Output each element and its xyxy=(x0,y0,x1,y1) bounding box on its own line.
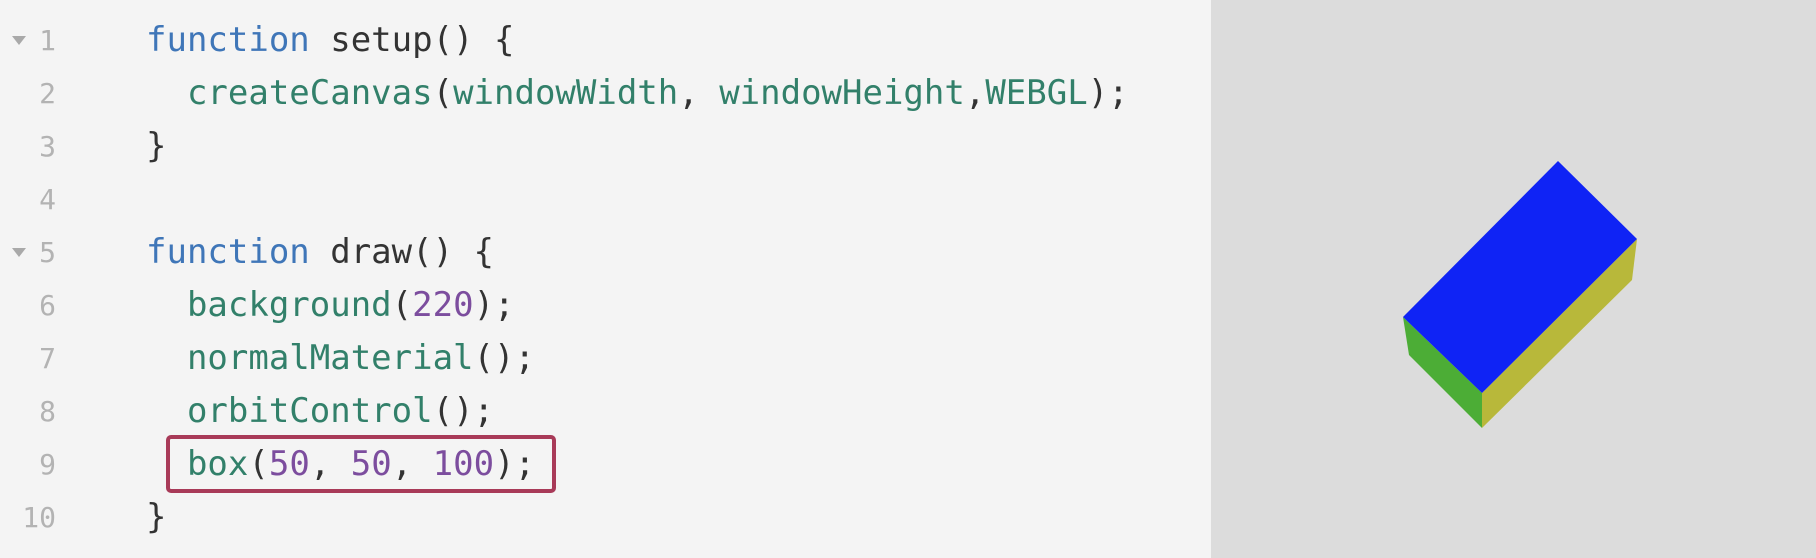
code-line[interactable]: 8 orbitControl(); xyxy=(0,385,1211,438)
code-line[interactable]: 10} xyxy=(0,491,1211,544)
code-line[interactable]: 4 xyxy=(0,173,1211,226)
code-token: setup() { xyxy=(309,20,515,60)
preview-canvas[interactable] xyxy=(1211,0,1816,558)
code-token: 100 xyxy=(432,444,495,484)
code-token: (); xyxy=(432,391,495,431)
line-number: 8 xyxy=(39,395,56,428)
line-gutter: 3 xyxy=(0,120,56,173)
code-token: draw() { xyxy=(309,232,494,272)
code-token: ( xyxy=(248,444,269,484)
code-line[interactable]: 7 normalMaterial(); xyxy=(0,332,1211,385)
code-text: function setup() { xyxy=(56,14,514,67)
code-token: , xyxy=(964,73,986,113)
code-token: ); xyxy=(494,444,536,484)
code-token: windowWidth xyxy=(453,73,679,113)
code-text: } xyxy=(56,491,166,544)
code-token: function xyxy=(146,20,310,60)
code-token: ( xyxy=(432,73,454,113)
code-token: , xyxy=(678,73,720,113)
code-token: normalMaterial xyxy=(186,338,474,378)
line-number: 7 xyxy=(39,342,56,375)
line-gutter: 7 xyxy=(0,332,56,385)
code-token: ); xyxy=(1087,73,1129,113)
line-gutter: 4 xyxy=(0,173,56,226)
code-token: createCanvas xyxy=(186,73,433,113)
code-line[interactable]: 9 box(50, 50, 100); xyxy=(0,435,1211,493)
code-line[interactable]: 6 background(220); xyxy=(0,279,1211,332)
code-token: 50 xyxy=(350,444,392,484)
code-token: background xyxy=(186,285,392,325)
code-token: (); xyxy=(473,338,535,378)
code-token: 50 xyxy=(268,444,310,484)
code-text: } xyxy=(56,120,166,173)
line-gutter: 2 xyxy=(0,67,56,120)
code-text: background(220); xyxy=(56,279,515,332)
box-face-left xyxy=(1403,317,1482,428)
line-number: 6 xyxy=(39,289,56,322)
code-text: createCanvas(windowWidth, windowHeight,W… xyxy=(56,67,1129,120)
3d-box-rendering xyxy=(1403,161,1637,428)
line-number: 10 xyxy=(22,501,56,534)
line-number: 3 xyxy=(39,130,56,163)
line-gutter: 10 xyxy=(0,491,56,544)
code-token: WEBGL xyxy=(985,73,1088,113)
code-text: orbitControl(); xyxy=(56,385,494,438)
line-number: 2 xyxy=(39,77,56,110)
line-number: 1 xyxy=(39,24,56,57)
code-token: orbitControl xyxy=(186,391,433,431)
code-token: , xyxy=(391,444,433,484)
code-line[interactable]: 2 createCanvas(windowWidth, windowHeight… xyxy=(0,67,1211,120)
code-token: windowHeight xyxy=(719,73,965,113)
code-text: function draw() { xyxy=(56,226,494,279)
line-gutter: 8 xyxy=(0,385,56,438)
code-line[interactable]: 3} xyxy=(0,120,1211,173)
code-token: ); xyxy=(473,285,515,325)
code-text: normalMaterial(); xyxy=(56,332,535,385)
line-number: 5 xyxy=(39,236,56,269)
code-token: 220 xyxy=(412,285,474,325)
box-face-right xyxy=(1482,239,1637,428)
box-face-top xyxy=(1403,161,1637,393)
code-token: } xyxy=(146,497,167,537)
line-number: 4 xyxy=(39,183,56,216)
code-token: function xyxy=(146,232,310,272)
line-gutter: 9 xyxy=(0,438,56,491)
fold-arrow-icon[interactable] xyxy=(12,247,26,257)
line-gutter: 1 xyxy=(0,14,56,67)
line-gutter: 6 xyxy=(0,279,56,332)
code-text xyxy=(56,173,146,226)
code-token: } xyxy=(146,126,167,166)
line-gutter: 5 xyxy=(0,226,56,279)
code-text: box(50, 50, 100); xyxy=(56,435,557,493)
line-number: 9 xyxy=(39,448,56,481)
code-token: ( xyxy=(391,285,413,325)
fold-arrow-icon[interactable] xyxy=(12,35,26,45)
code-token: , xyxy=(309,444,351,484)
code-token: box xyxy=(186,444,249,484)
annotation-highlight-box: box(50, 50, 100); xyxy=(165,435,557,493)
